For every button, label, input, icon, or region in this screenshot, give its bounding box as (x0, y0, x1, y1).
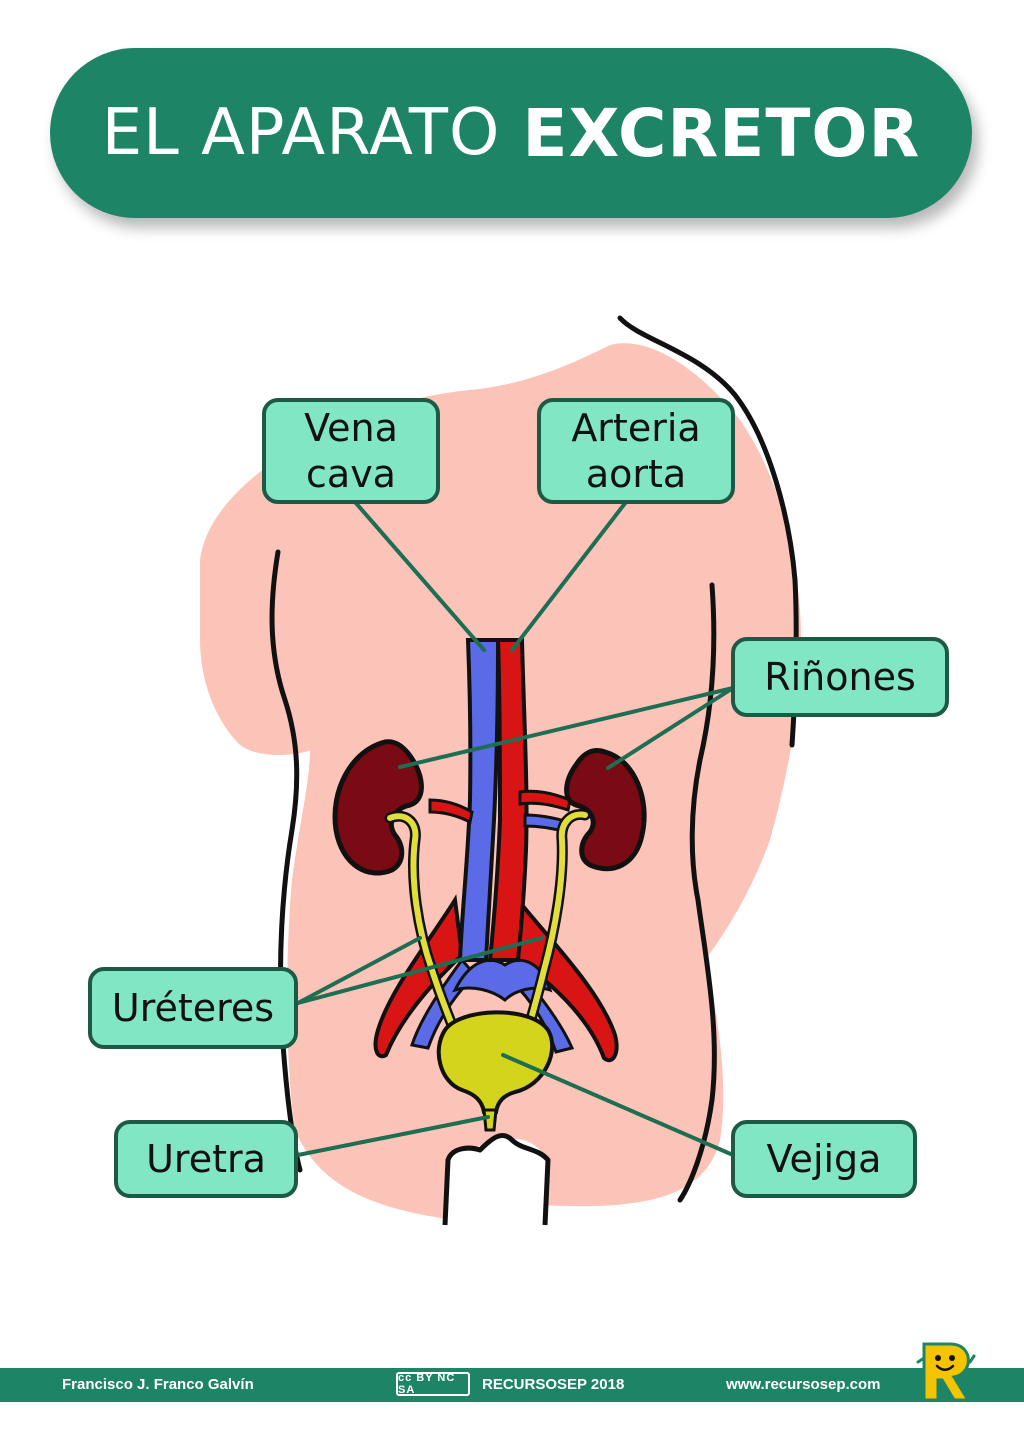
title-light: EL APARATO (101, 96, 501, 170)
label-vejiga: Vejiga (731, 1120, 917, 1198)
recursosep-logo-icon (916, 1342, 976, 1402)
right-renal-artery (518, 789, 572, 812)
bladder (436, 1010, 555, 1114)
leader-rinones-left (398, 686, 735, 769)
leader-ureteres-right (296, 936, 544, 1005)
leader-vejiga (501, 1053, 735, 1157)
label-ureteres: Uréteres (88, 967, 298, 1049)
leader-rinones-right (606, 686, 735, 770)
footer-brand: RECURSOSEP 2018 (482, 1376, 625, 1393)
label-arteria-aorta: Arteria aorta (537, 398, 735, 504)
label-uretra: Uretra (114, 1120, 298, 1198)
leader-arteria-aorta (510, 500, 628, 652)
footer-website[interactable]: www.recursosep.com (726, 1376, 881, 1393)
urethra (482, 1108, 498, 1132)
title-banner: EL APARATO EXCRETOR (50, 48, 972, 218)
leader-lines (296, 500, 735, 1157)
leader-vena-cava (353, 500, 486, 652)
title-bold: EXCRETOR (522, 94, 921, 172)
left-renal-artery (428, 798, 474, 825)
aorta (487, 638, 529, 962)
left-ureter-fill (387, 813, 457, 1033)
cc-license-badge: cc BY NC SA (396, 1372, 470, 1396)
label-rinones: Riñones (731, 637, 949, 717)
right-kidney (564, 748, 647, 872)
footer-author: Francisco J. Franco Galvín (62, 1376, 254, 1393)
label-vena-cava: Vena cava (262, 398, 440, 504)
right-ureter-fill (525, 811, 588, 1033)
leader-ureteres-left (296, 936, 422, 1005)
body-outline-left (269, 549, 303, 1173)
legs-outline (442, 1133, 551, 1226)
left-iliac-artery (373, 894, 465, 1059)
leader-uretra (296, 1115, 490, 1157)
footer-bar: Francisco J. Franco Galvín cc BY NC SA R… (0, 1368, 1024, 1402)
body-outline-right-lower (677, 582, 717, 1203)
